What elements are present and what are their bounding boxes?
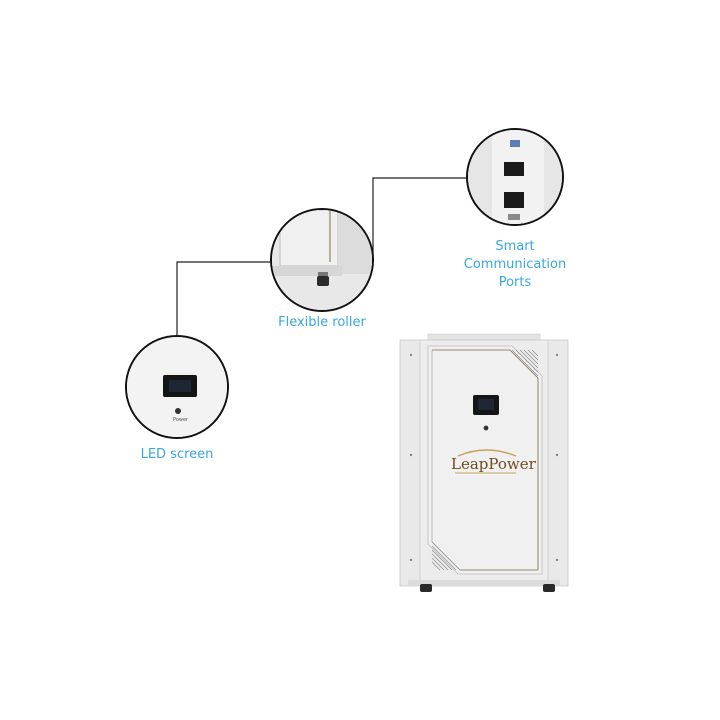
roller-wheel-icon — [317, 276, 329, 286]
flexible-roller-callout — [270, 208, 374, 312]
ports-closeup — [468, 130, 562, 224]
left-rail — [399, 339, 423, 587]
connector-led-to-roller — [176, 261, 272, 338]
comm-port-2-icon — [504, 192, 524, 208]
bottom-vent — [431, 541, 461, 571]
power-caption: Power — [173, 417, 189, 423]
wheel-right-icon — [543, 584, 555, 592]
connector-roller-to-ports — [372, 177, 468, 258]
power-button-icon — [175, 408, 181, 414]
flexible-roller-label: Flexible roller — [278, 315, 366, 330]
comm-port-1-icon — [504, 162, 524, 176]
wheel-left-icon — [420, 584, 432, 592]
ports-label-line1: Smart — [495, 239, 535, 254]
right-rail — [545, 339, 569, 587]
roller-closeup — [272, 210, 372, 310]
ports-label-line2: Communication — [463, 257, 567, 272]
led-screen-label: LED screen — [140, 447, 214, 462]
ports-label-line3: Ports — [498, 275, 532, 290]
led-screen-closeup — [127, 337, 227, 437]
ports-callout — [466, 128, 564, 226]
switch-icon — [510, 140, 520, 147]
brand-logo: LeapPower — [451, 455, 536, 473]
door-panel — [427, 345, 543, 575]
led-screen-callout: Power — [125, 335, 229, 439]
top-vent — [511, 349, 539, 377]
cabinet-power-button-icon — [483, 425, 489, 431]
